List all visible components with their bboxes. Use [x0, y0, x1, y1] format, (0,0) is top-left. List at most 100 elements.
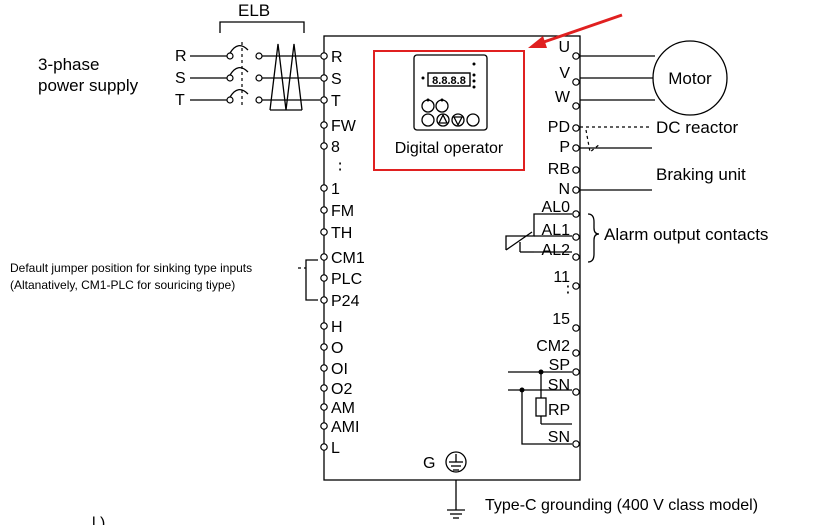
right-terminal-label: P	[559, 139, 570, 156]
left-terminal-T-2: T	[320, 93, 341, 110]
right-terminal-label: 11	[553, 269, 570, 286]
motor-symbol	[580, 40, 728, 116]
left-terminal-label: PLC	[331, 271, 362, 288]
right-terminal-label: SN	[548, 429, 570, 446]
left-terminal-label: OI	[331, 361, 348, 378]
left-terminal-PLC-10: PLC	[320, 271, 362, 288]
right-terminal-bottom-SN-4: SN	[548, 429, 580, 448]
left-terminal-TH-8: TH	[320, 225, 352, 242]
right-terminal-alarm-AL1-1: AL1	[542, 222, 580, 241]
left-terminal-label: AMI	[331, 419, 359, 436]
left-terminal-AM-16: AM	[320, 400, 355, 417]
phase-s-label: S	[175, 70, 186, 87]
right-terminal-label: SP	[549, 357, 570, 374]
right-terminal-label: RP	[548, 402, 570, 419]
right-terminal-motor-V-1: V	[559, 65, 580, 86]
elb-label: ELB	[238, 1, 270, 20]
right-terminal-motor-U-0: U	[558, 39, 580, 60]
right-terminal-label: W	[555, 89, 571, 106]
right-terminal-bottom-SN-2: SN	[548, 377, 580, 396]
left-terminal-label: FW	[331, 118, 357, 135]
left-terminal-P24-11: P24	[320, 293, 360, 310]
left-terminal-label: O2	[331, 381, 352, 398]
right-terminal-outputs-15-2: 15	[552, 311, 580, 332]
grounding-label: Type-C grounding (400 V class model)	[485, 497, 758, 514]
phase-r-label: R	[175, 48, 187, 65]
left-terminal-S-1: S	[320, 71, 342, 88]
dc-wiring	[580, 126, 652, 191]
left-terminal-label: S	[331, 71, 342, 88]
left-terminal-label: CM1	[331, 250, 365, 267]
operator-highlight-box	[373, 50, 525, 171]
operator-button-2[interactable]	[435, 99, 449, 113]
left-terminal-label: R	[331, 49, 343, 66]
right-terminal-label: N	[558, 181, 570, 198]
left-terminal-O2-15: O2	[320, 381, 352, 398]
right-terminal-label: U	[558, 39, 570, 56]
motor-label: Motor	[668, 69, 712, 88]
right-terminal-label: CM2	[536, 338, 570, 355]
left-terminal-FM-7: FM	[320, 203, 354, 220]
alarm-contacts-label: Alarm output contacts	[604, 225, 768, 244]
operator-label: Digital operator	[395, 140, 504, 157]
left-terminal-label: 8	[331, 139, 340, 156]
left-terminal-8-4: 8	[320, 139, 340, 156]
right-terminal-outputs-11-0: 11	[553, 269, 580, 290]
left-terminal-label: 1	[331, 181, 340, 198]
jumper-note-line1: Default jumper position for sinking type…	[10, 261, 252, 275]
right-terminal-label: PD	[548, 119, 570, 136]
left-terminal-FW-3: FW	[320, 118, 357, 135]
right-terminal-alarm-AL0-0: AL0	[542, 199, 580, 218]
left-terminal-label: O	[331, 340, 343, 357]
alarm-contact-symbol	[505, 213, 600, 263]
operator-button-6[interactable]	[466, 113, 480, 127]
operator-button-1[interactable]	[421, 99, 435, 113]
elb-symbol	[219, 21, 305, 111]
right-terminal-motor-W-2: W	[555, 89, 580, 110]
right-terminal-outputs-dots-1: ∶	[566, 282, 570, 299]
supply-label-line1: 3-phase	[38, 55, 99, 74]
jumper-note-line2: (Altanatively, CM1-PLC for souricing tiy…	[10, 278, 235, 292]
right-terminal-label: 15	[552, 311, 570, 328]
supply-label-line2: power supply	[38, 76, 139, 95]
highlight-arrow	[528, 13, 623, 48]
left-terminal-1-6: 1	[320, 181, 340, 198]
left-terminal-label: P24	[331, 293, 360, 310]
right-terminal-dc-N-3: N	[558, 181, 580, 198]
right-terminal-dc-P-1: P	[559, 139, 580, 156]
digital-operator: 8.8.8.8	[373, 50, 525, 171]
left-terminal-R-0: R	[320, 49, 343, 66]
left-terminal-CM1-9: CM1	[320, 250, 365, 267]
left-terminal-label: T	[331, 93, 341, 110]
right-terminal-alarm-AL2-2: AL2	[542, 242, 580, 261]
left-terminal-AMI-17: AMI	[320, 419, 359, 436]
right-terminal-label: SN	[548, 377, 570, 394]
left-terminal-H-12: H	[320, 319, 343, 336]
left-terminal-label: ∶	[338, 159, 342, 176]
braking-unit-label: Braking unit	[656, 165, 746, 184]
left-terminal-OI-14: OI	[320, 361, 348, 378]
sp-sn-wiring	[508, 369, 572, 445]
operator-display-text: 8.8.8.8	[432, 75, 466, 87]
dc-reactor-label: DC reactor	[656, 118, 739, 137]
right-terminal-dc-PD-0: PD	[548, 119, 580, 136]
right-terminal-bottom-RP-3: RP	[548, 402, 570, 419]
right-terminal-label: AL1	[542, 222, 571, 239]
right-terminal-label: AL2	[542, 242, 571, 259]
right-terminal-label: RB	[548, 161, 570, 178]
ground-terminal-label: G	[423, 455, 435, 472]
right-terminal-label: AL0	[542, 199, 571, 216]
operator-button-3[interactable]	[421, 113, 435, 127]
right-terminal-bottom-CM2-0: CM2	[536, 338, 580, 357]
left-terminal-dots-5: ∶	[338, 159, 342, 176]
left-terminal-L-18: L	[320, 440, 340, 457]
right-terminal-dc-RB-2: RB	[548, 161, 580, 178]
left-terminal-label: TH	[331, 225, 352, 242]
right-terminal-label: V	[559, 65, 570, 82]
left-terminal-label: FM	[331, 203, 354, 220]
left-terminal-label: H	[331, 319, 343, 336]
phase-t-label: T	[175, 92, 185, 109]
left-terminal-label: AM	[331, 400, 355, 417]
left-terminal-O-13: O	[320, 340, 343, 357]
